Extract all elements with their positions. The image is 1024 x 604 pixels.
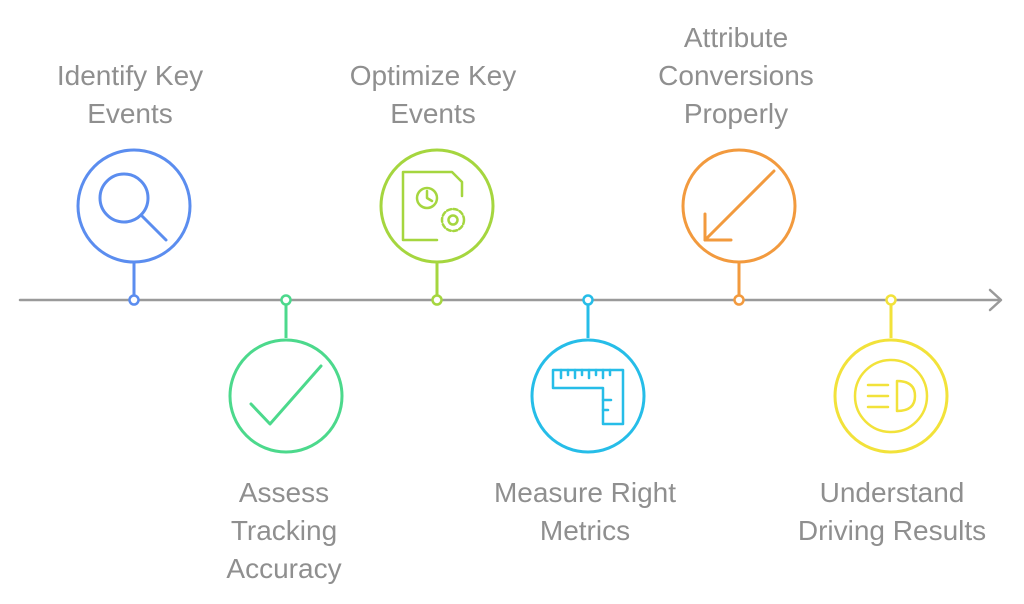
label-line: Measure Right bbox=[493, 477, 677, 508]
step-optimize-key-events bbox=[379, 148, 495, 306]
label-line: Assess bbox=[238, 477, 330, 508]
label-line: Accuracy bbox=[226, 553, 342, 584]
step-circle bbox=[228, 338, 344, 454]
step-circle bbox=[833, 338, 949, 454]
step-node bbox=[885, 294, 897, 306]
step-understand-driving-results bbox=[833, 294, 949, 454]
label-line: Events bbox=[390, 98, 476, 129]
step-label-measure-right-metrics: Measure Right Metrics bbox=[465, 474, 705, 550]
headlight-icon bbox=[853, 358, 929, 434]
diagonal-arrow-icon bbox=[703, 169, 776, 242]
label-line: Metrics bbox=[539, 515, 631, 546]
step-label-attribute-conversions-properly: Attribute Conversions Properly bbox=[616, 19, 856, 133]
step-label-understand-driving-results: Understand Driving Results bbox=[772, 474, 1012, 550]
timeline-arrowhead-icon bbox=[988, 288, 1003, 312]
step-identify-key-events bbox=[76, 148, 192, 306]
step-node bbox=[128, 294, 140, 306]
step-attribute-conversions-properly bbox=[681, 148, 797, 306]
step-node bbox=[582, 294, 594, 306]
label-line: Tracking bbox=[230, 515, 338, 546]
step-circle bbox=[530, 338, 646, 454]
label-line: Optimize Key bbox=[349, 60, 517, 91]
step-circle bbox=[379, 148, 495, 264]
step-label-optimize-key-events: Optimize Key Events bbox=[313, 57, 553, 133]
label-line: Attribute bbox=[683, 22, 789, 53]
label-line: Understand bbox=[819, 477, 965, 508]
label-line: Events bbox=[87, 98, 173, 129]
step-node bbox=[733, 294, 745, 306]
step-node bbox=[280, 294, 292, 306]
checkmark-icon bbox=[249, 364, 323, 426]
step-measure-right-metrics bbox=[530, 294, 646, 454]
step-assess-tracking-accuracy bbox=[228, 294, 344, 454]
label-line: Identify Key bbox=[56, 60, 204, 91]
magnifier-icon bbox=[98, 172, 168, 242]
label-line: Conversions bbox=[658, 60, 814, 91]
step-node bbox=[431, 294, 443, 306]
document-gear-icon bbox=[401, 170, 466, 242]
step-circle bbox=[76, 148, 192, 264]
label-line: Properly bbox=[683, 98, 789, 129]
label-line: Driving Results bbox=[797, 515, 987, 546]
step-label-assess-tracking-accuracy: Assess Tracking Accuracy bbox=[164, 474, 404, 588]
ruler-icon bbox=[551, 368, 625, 426]
step-label-identify-key-events: Identify Key Events bbox=[10, 57, 250, 133]
